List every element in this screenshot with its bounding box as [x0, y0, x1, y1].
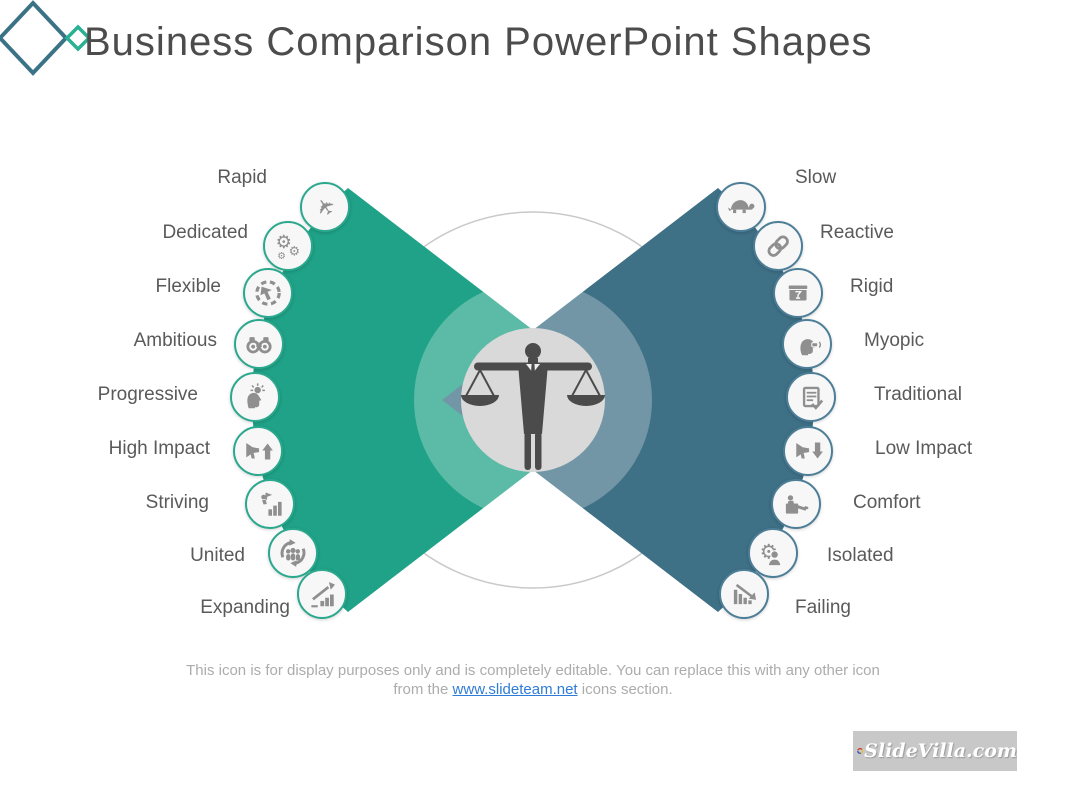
right-triangle — [442, 188, 815, 612]
node-striving — [245, 479, 295, 529]
label-flexible: Flexible — [155, 276, 221, 297]
node-progressive — [230, 372, 280, 422]
gears-icon: ⚙ ⚙ ⚙ — [276, 232, 301, 262]
head-lightbulb-icon — [247, 383, 265, 409]
node-low-impact — [783, 426, 833, 476]
svg-text:✈: ✈ — [310, 191, 341, 221]
label-reactive: Reactive — [820, 222, 894, 243]
label-slow: Slow — [795, 167, 837, 188]
svg-text:⚙: ⚙ — [289, 245, 300, 260]
crate-fragile-icon — [788, 285, 808, 301]
head-goggles-icon — [800, 339, 822, 356]
label-rigid: Rigid — [850, 276, 894, 297]
node-high-impact — [233, 426, 283, 476]
left-triangle — [251, 188, 624, 612]
label-low-impact: Low Impact — [875, 438, 973, 459]
label-rapid: Rapid — [217, 167, 267, 188]
label-traditional: Traditional — [874, 384, 963, 405]
label-expanding: Expanding — [200, 597, 290, 618]
watermark-text: SlideVilla.com — [864, 740, 1017, 762]
document-check-icon — [802, 386, 824, 410]
node-isolated: ⚙ — [748, 528, 798, 578]
pinwheel-logo-icon — [856, 748, 864, 754]
airplane-icon: ✈ — [310, 191, 341, 221]
slideteam-link[interactable]: www.slideteam.net — [452, 681, 578, 698]
label-comfort: Comfort — [853, 492, 921, 513]
node-united — [268, 528, 318, 578]
node-myopic — [782, 319, 832, 369]
node-rapid: ✈ — [300, 182, 350, 232]
megaphone-up-arrow-icon — [246, 443, 273, 460]
turtle-icon — [727, 200, 755, 214]
label-progressive: Progressive — [97, 384, 198, 405]
node-rigid — [773, 268, 823, 318]
disclaimer-text: This icon is for display purposes only a… — [80, 661, 986, 699]
disclaimer-line2-suffix: icons section. — [577, 681, 673, 698]
node-slow — [716, 182, 766, 232]
label-united: United — [190, 545, 245, 566]
label-dedicated: Dedicated — [162, 222, 248, 243]
disclaimer-line1: This icon is for display purposes only a… — [186, 662, 880, 679]
person-bar-chart-flag-icon — [261, 492, 282, 516]
svg-text:⚙: ⚙ — [277, 251, 286, 262]
declining-chart-arrow-icon — [733, 583, 757, 605]
disclaimer-line2: from the www.slideteam.net icons section… — [80, 680, 986, 699]
node-expanding — [297, 569, 347, 619]
page-title: Business Comparison PowerPoint Shapes — [84, 20, 873, 64]
diamond-logo-icon — [0, 0, 92, 76]
disclaimer-line2-prefix: from the — [393, 681, 453, 698]
binoculars-icon — [246, 337, 272, 354]
team-circular-arrows-icon — [280, 539, 306, 567]
slidevilla-watermark: SlideVilla.com — [853, 731, 1017, 771]
node-ambitious — [234, 319, 284, 369]
person-desk-relaxing-icon — [785, 495, 809, 514]
label-myopic: Myopic — [864, 330, 925, 351]
growth-chart-arrow-icon — [311, 582, 336, 608]
svg-text:⚙: ⚙ — [276, 232, 292, 253]
person-gear-icon: ⚙ — [760, 539, 782, 567]
chain-link-icon — [767, 235, 789, 257]
node-reactive — [753, 221, 803, 271]
label-ambitious: Ambitious — [133, 330, 217, 351]
cursor-dashed-circle-icon — [255, 280, 281, 306]
label-isolated: Isolated — [827, 545, 894, 566]
label-striving: Striving — [145, 492, 209, 513]
node-comfort — [771, 479, 821, 529]
node-failing — [719, 569, 769, 619]
label-failing: Failing — [795, 597, 851, 618]
node-dedicated: ⚙ ⚙ ⚙ — [263, 221, 313, 271]
node-traditional — [786, 372, 836, 422]
label-high-impact: High Impact — [108, 438, 210, 459]
megaphone-down-arrow-icon — [796, 442, 823, 459]
node-flexible — [243, 268, 293, 318]
businessman-balance-scales-icon — [461, 343, 605, 470]
